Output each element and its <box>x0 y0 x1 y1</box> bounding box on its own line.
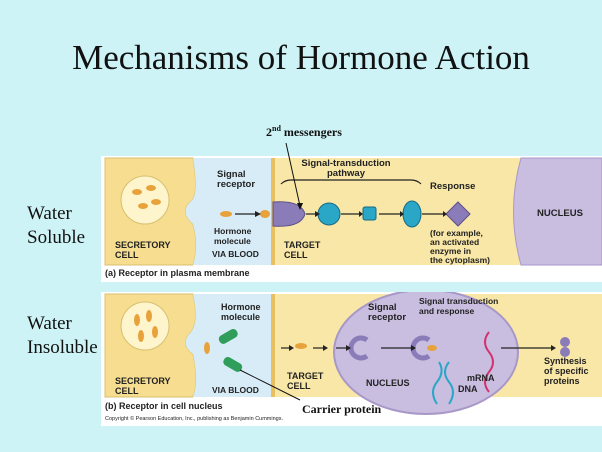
hormone-molecule <box>260 210 270 218</box>
via-blood-label: VIA BLOOD <box>212 249 259 259</box>
label-line: Soluble <box>27 227 86 248</box>
protein-dot <box>560 347 570 357</box>
panel-b-caption: (b) Receptor in cell nucleus <box>105 401 223 411</box>
carrier-protein <box>218 329 238 344</box>
response-detail: (for example, <box>430 228 483 238</box>
secretory-label: SECRETORY <box>115 240 171 250</box>
hormone-molecule <box>295 343 307 349</box>
carrier-protein-arrow <box>239 369 301 401</box>
hormone-molecule <box>134 314 140 326</box>
callout-sup: nd <box>272 124 281 133</box>
label-water-insoluble: Water Insoluble <box>27 312 98 360</box>
carrier-proteins <box>218 329 243 372</box>
nucleus-label: NUCLEUS <box>366 378 410 388</box>
secretory-label: CELL <box>115 250 139 260</box>
panel-receptor-in-nucleus: SECRETORY CELL VIA BLOOD Hormone molecul… <box>101 289 602 426</box>
hormone-label: Hormone <box>214 226 252 236</box>
secretory-vesicle <box>120 301 170 351</box>
mrna-label: mRNA <box>467 373 495 383</box>
transduction-label: and response <box>419 306 475 316</box>
nuclear-receptor-shape <box>348 335 369 361</box>
hormone-molecule <box>146 310 152 322</box>
receptor-label: receptor <box>217 179 255 190</box>
target-label: CELL <box>284 250 308 260</box>
hormone-molecule <box>151 199 161 205</box>
nucleus-region <box>513 157 602 266</box>
via-blood-label: VIA BLOOD <box>212 385 259 395</box>
bound-hormone <box>427 345 437 351</box>
second-messenger-arrow <box>285 142 301 207</box>
copyright-text: Copyright © Pearson Education, Inc., pub… <box>105 415 283 422</box>
hormone-molecule <box>204 342 210 354</box>
synthesis-label: of specific <box>544 366 589 376</box>
pathway-label: Signal-transduction <box>301 158 390 169</box>
callout-text: messengers <box>280 125 342 139</box>
activated-enzyme <box>445 201 471 227</box>
receptor-label: Signal <box>368 302 397 313</box>
receptor-label: Signal <box>217 169 246 180</box>
hormone-label: Hormone <box>221 302 261 312</box>
transduction-label: Signal transduction <box>419 296 498 306</box>
hormone-molecule <box>152 326 158 338</box>
panel-b-diagram: SECRETORY CELL VIA BLOOD Hormone molecul… <box>104 289 602 422</box>
label-line: Water <box>27 313 72 334</box>
target-membrane <box>271 294 275 397</box>
response-label: Response <box>430 181 475 192</box>
carrier-protein <box>223 357 243 372</box>
blood-region <box>185 294 271 397</box>
mrna-strand <box>484 331 494 393</box>
callout-carrier-protein: Carrier protein <box>302 402 382 416</box>
secretory-label: CELL <box>115 386 139 396</box>
response-detail: an activated <box>430 237 479 247</box>
dna-label: DNA <box>458 384 478 394</box>
hormone-molecule <box>138 203 148 209</box>
receptor-label: receptor <box>368 312 406 323</box>
hormone-molecule <box>138 330 144 342</box>
panel-a-diagram: SECRETORY CELL VIA BLOOD Hormone molecul… <box>104 157 602 278</box>
hormone-molecule <box>132 189 142 195</box>
hormone-molecule <box>220 211 232 217</box>
hormone-label: molecule <box>221 312 260 322</box>
pathway-label: pathway <box>327 168 366 179</box>
messenger-2 <box>362 206 377 221</box>
hormone-label: molecule <box>214 236 251 246</box>
target-label: TARGET <box>287 371 324 381</box>
protein-dot <box>560 337 570 347</box>
signal-receptor-shape <box>272 201 306 227</box>
callout-text: 2 <box>266 125 272 139</box>
secretory-vesicle <box>120 175 170 225</box>
hormone-molecules <box>132 185 270 218</box>
slide-title: Mechanisms of Hormone Action <box>72 38 530 77</box>
target-label: CELL <box>287 381 311 391</box>
dna-strand <box>432 361 454 405</box>
hormone-molecules <box>134 310 307 354</box>
callout-second-messengers: 2nd messengers <box>266 124 342 140</box>
label-line: Water <box>27 203 72 224</box>
hormone-molecule <box>146 185 156 191</box>
nucleus-label: NUCLEUS <box>537 208 583 219</box>
label-water-soluble: Water Soluble <box>27 202 85 250</box>
target-label: TARGET <box>284 240 321 250</box>
synthesis-label: proteins <box>544 376 580 386</box>
secretory-label: SECRETORY <box>115 376 171 386</box>
response-detail: the cytoplasm) <box>430 255 490 265</box>
panel-a-caption: (a) Receptor in plasma membrane <box>105 268 250 278</box>
label-line: Insoluble <box>27 337 98 358</box>
response-detail: enzyme in <box>430 246 471 256</box>
synthesis-label: Synthesis <box>544 356 587 366</box>
pathway-arrows <box>235 179 443 215</box>
panel-receptor-in-membrane: SECRETORY CELL VIA BLOOD Hormone molecul… <box>101 156 602 282</box>
